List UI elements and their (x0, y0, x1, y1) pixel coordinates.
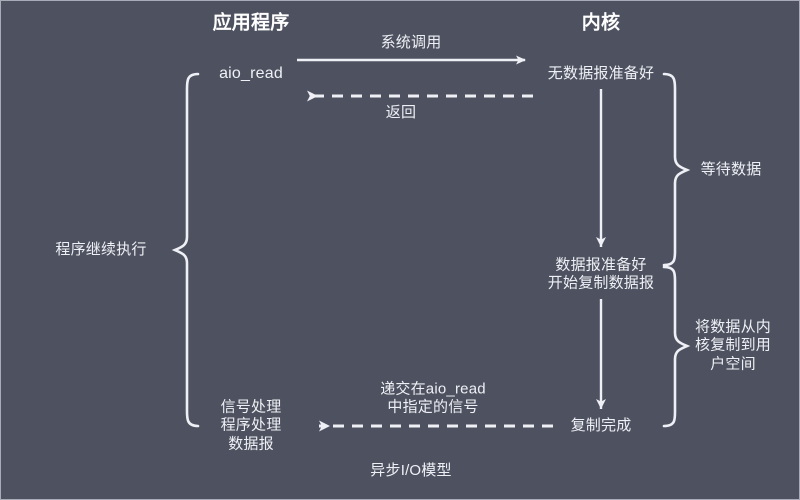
left-brace (171, 72, 200, 428)
data-ready-label: 数据报准备好 开始复制数据报 (547, 256, 655, 292)
right-brace-copy-label: 将数据从内 核复制到用 户空间 (694, 318, 772, 373)
syscall-label: 系统调用 (380, 33, 442, 51)
signal-handler-label: 信号处理 程序处理 数据报 (220, 398, 282, 453)
right-brace-copy (662, 265, 691, 428)
column-title-application: 应用程序 (212, 12, 290, 34)
aio-read-label: aio_read (219, 65, 283, 83)
diagram-caption: 异步I/O模型 (370, 461, 452, 479)
right-brace-wait-label: 等待数据 (700, 160, 762, 178)
left-brace-label: 程序继续执行 (55, 240, 147, 258)
no-data-ready-label: 无数据报准备好 (547, 64, 655, 82)
right-brace-wait (662, 72, 691, 267)
signal-delivery-label: 递交在aio_read 中指定的信号 (380, 380, 486, 416)
column-title-kernel: 内核 (581, 12, 621, 34)
copy-complete-label: 复制完成 (570, 416, 632, 434)
return-label: 返回 (385, 103, 417, 121)
